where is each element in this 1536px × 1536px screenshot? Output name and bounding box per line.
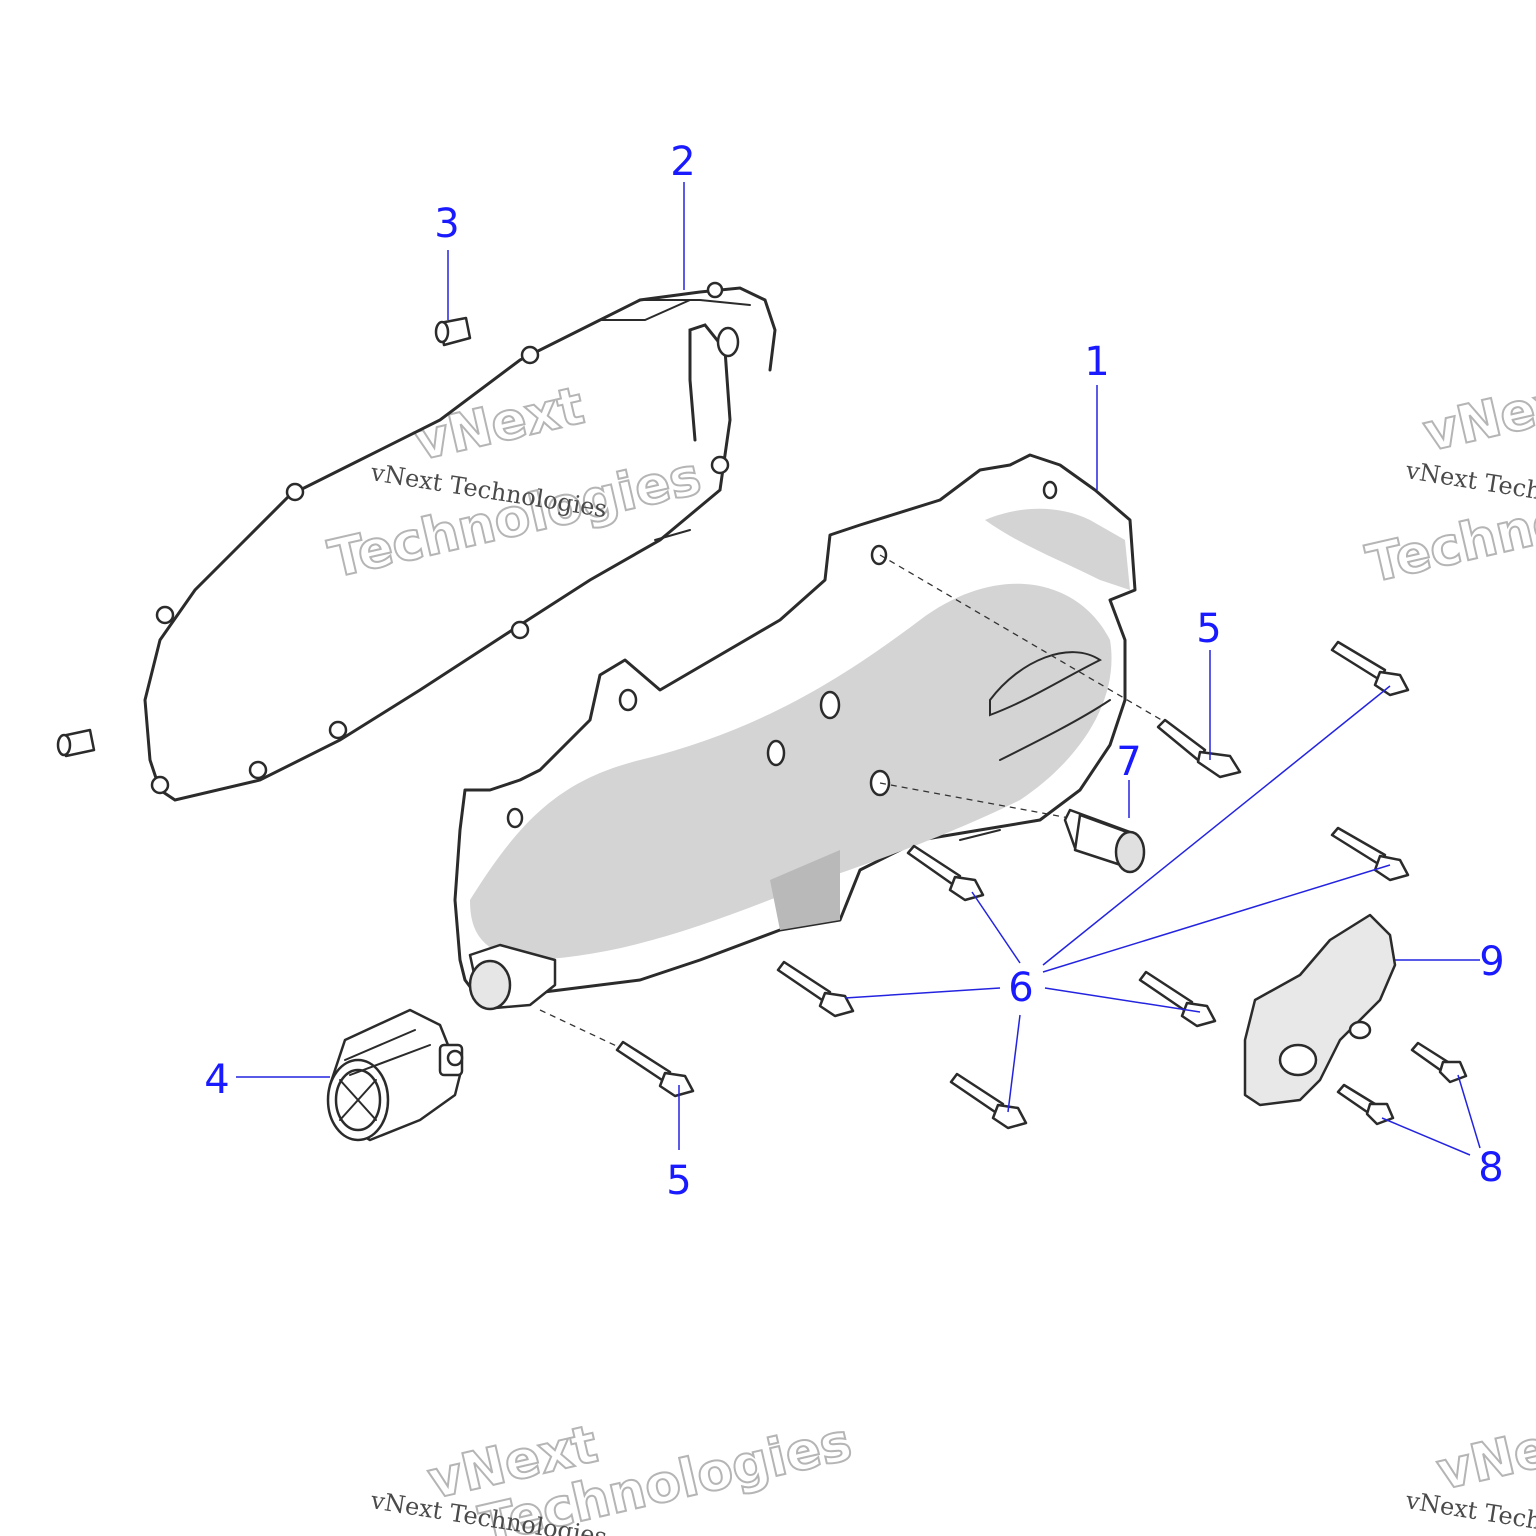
watermark-big-line1-bottom-right: vNext <box>1432 1405 1536 1502</box>
bolt-5-lower <box>615 1040 695 1098</box>
callout-9: 9 <box>1479 939 1504 985</box>
dowel-pin-part-2 <box>56 728 96 758</box>
callout-3: 3 <box>434 201 459 247</box>
bolt-5-upper <box>1156 718 1242 779</box>
callout-labels: 1 2 3 4 5 5 6 7 8 9 <box>204 139 1504 1204</box>
callout-8: 8 <box>1478 1145 1503 1191</box>
bolt-6-b <box>1330 826 1410 882</box>
callout-1: 1 <box>1084 339 1109 385</box>
callout-7: 7 <box>1116 739 1141 785</box>
watermark-big-line1-right: vNext <box>1418 367 1536 464</box>
bolt-6-a <box>1330 640 1410 697</box>
bolt-6-c <box>906 844 985 902</box>
leader-lines <box>236 182 1481 1156</box>
callout-2: 2 <box>670 139 695 185</box>
callout-4: 4 <box>204 1057 229 1103</box>
bolt-8-b <box>1336 1083 1395 1126</box>
gasket-hole-icon <box>716 326 740 358</box>
callout-6: 6 <box>1008 965 1033 1011</box>
bolt-6-f <box>949 1072 1028 1130</box>
air-duct-part <box>326 1008 464 1142</box>
plug-part <box>1063 808 1146 874</box>
dowel-pin-part <box>434 316 472 347</box>
callout-5-upper: 5 <box>1196 606 1221 652</box>
gasket-part <box>143 281 777 802</box>
bolt-6-e <box>1138 970 1217 1028</box>
plate-part <box>1243 913 1397 1107</box>
bolt-8-a <box>1410 1041 1468 1084</box>
bolt-6-d <box>776 960 855 1018</box>
clutch-cover-part <box>453 453 1137 1011</box>
callout-5-lower: 5 <box>666 1158 691 1204</box>
watermark-big-line1: vNext <box>409 376 589 473</box>
